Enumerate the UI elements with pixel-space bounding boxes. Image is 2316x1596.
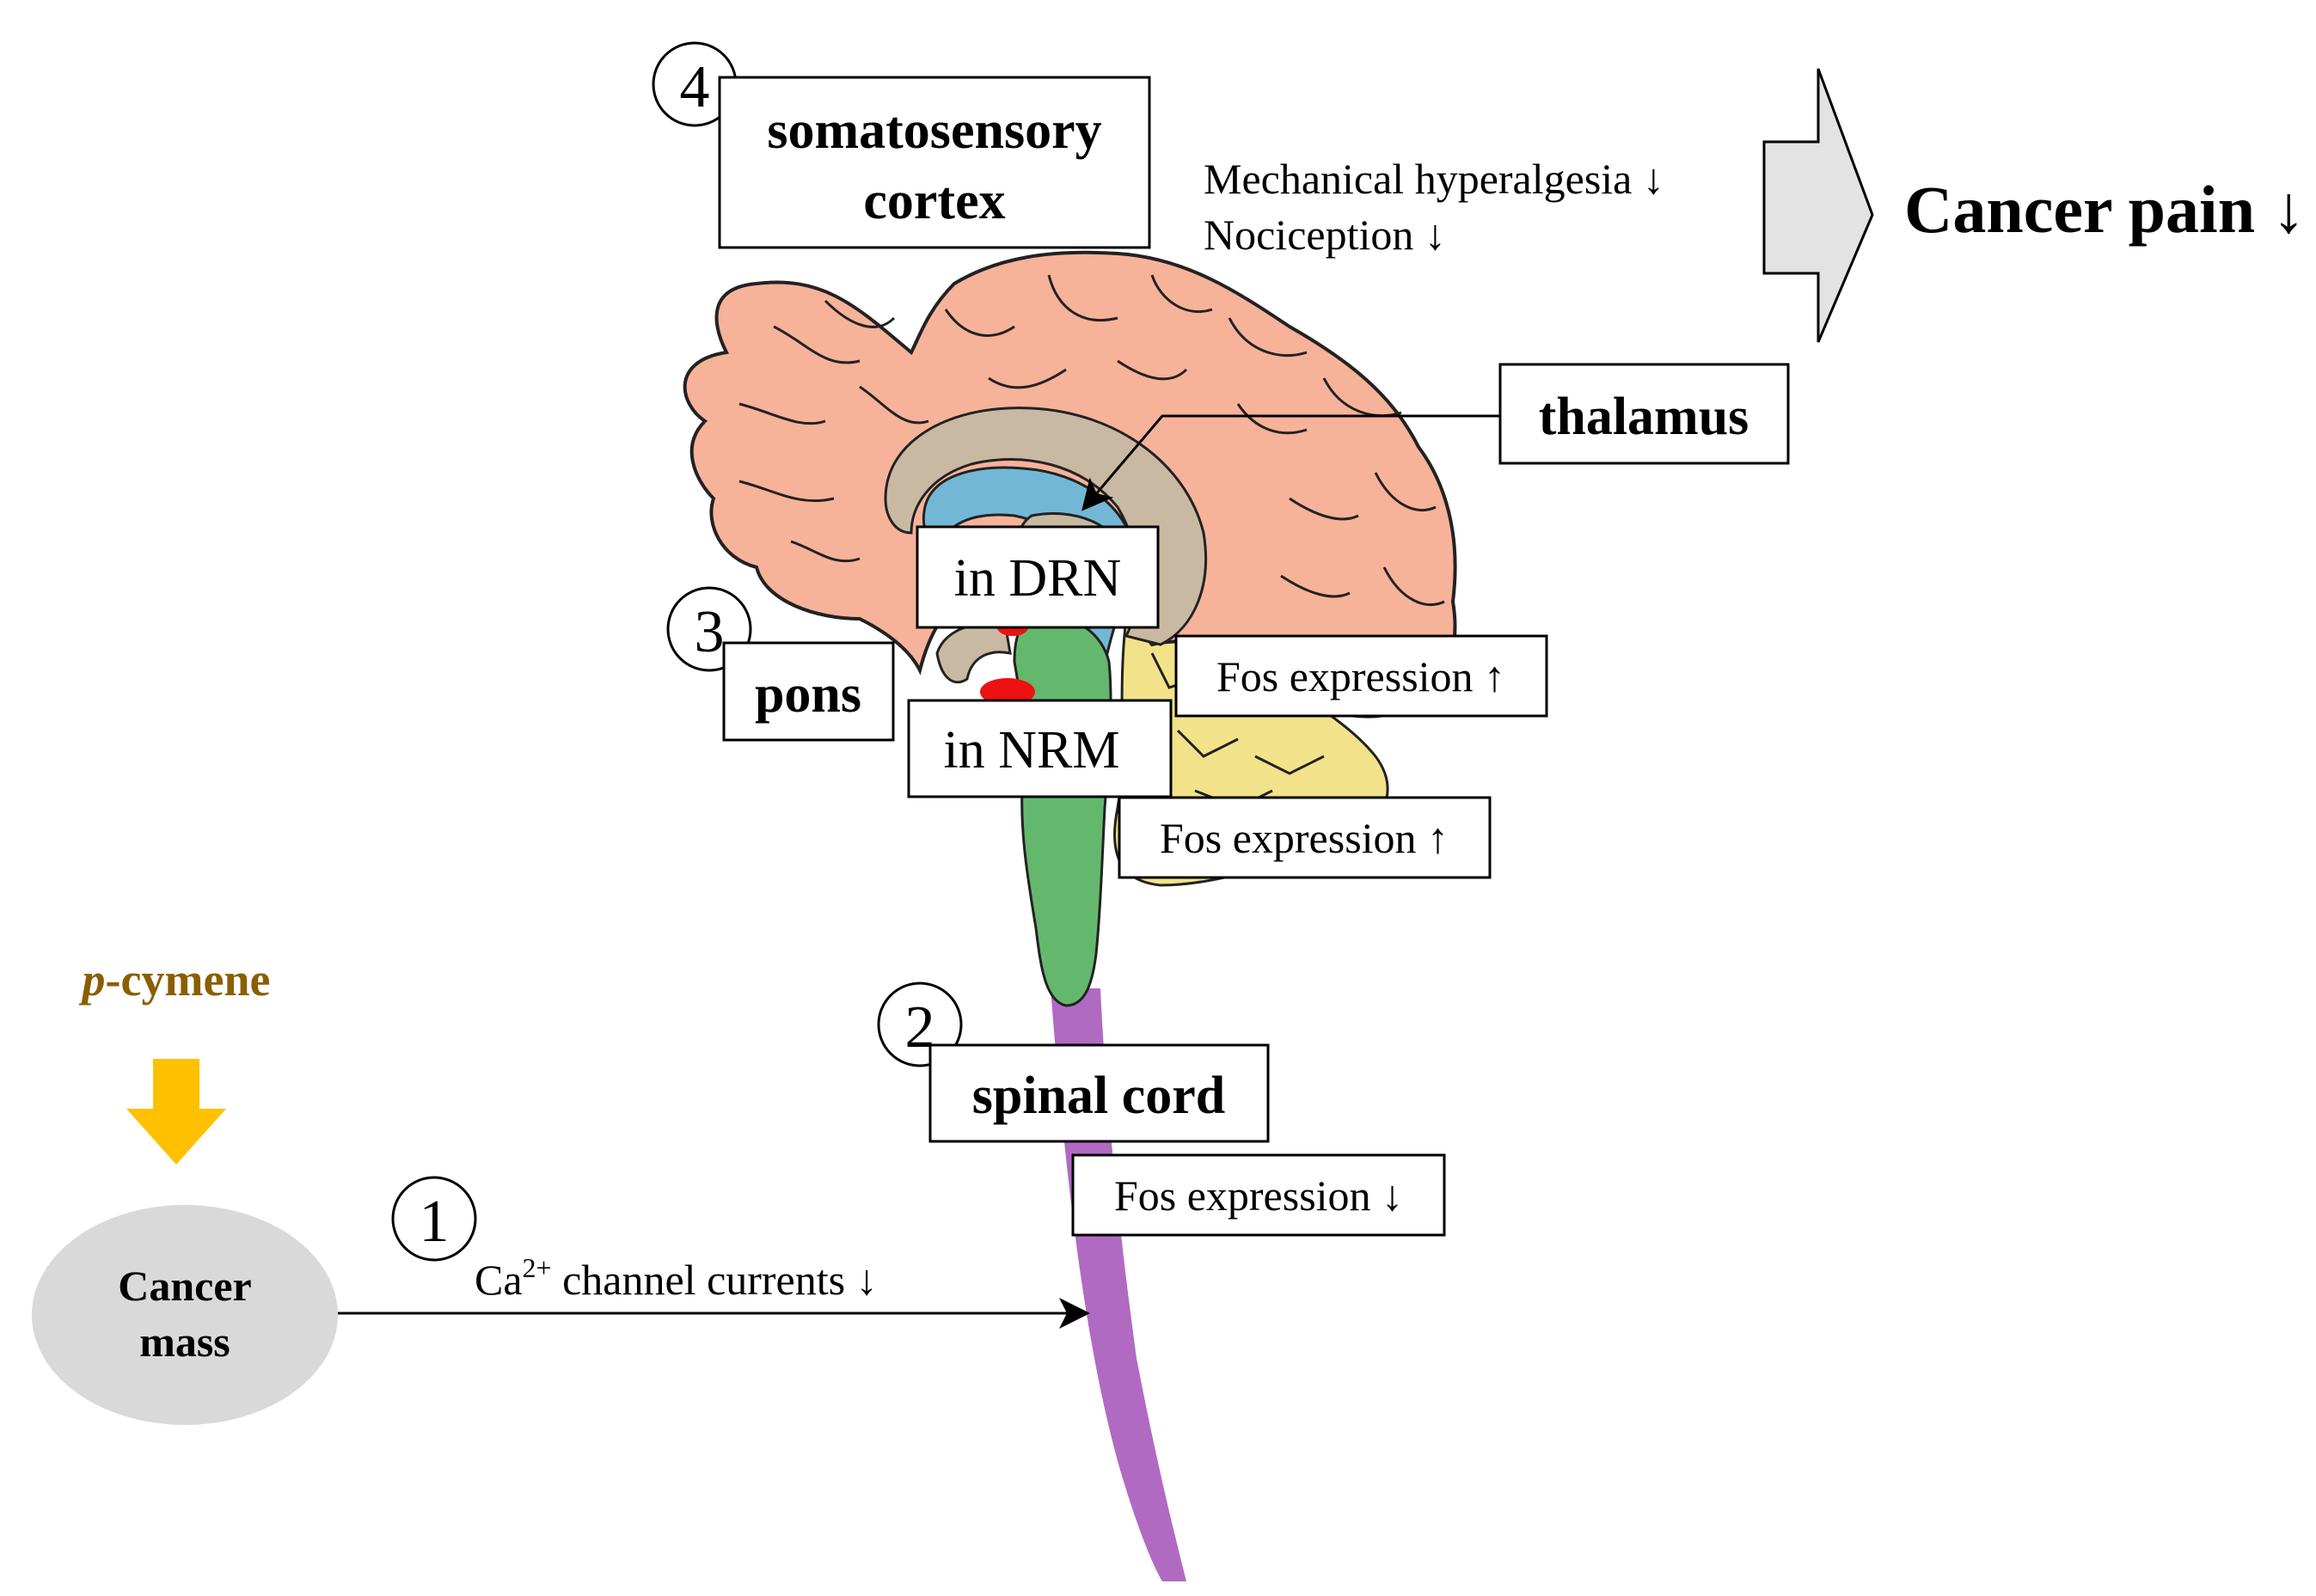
nrm-nucleus [980, 678, 1035, 706]
cortex-label-line1: somatosensory [767, 101, 1101, 160]
compound-label: p-cymene [79, 954, 271, 1006]
step1-label-sup: 2+ [523, 1252, 552, 1283]
step1-label-rest: channel currents ↓ [552, 1256, 878, 1304]
compound-prefix: p [79, 954, 106, 1006]
effect-mechanical-hyperalgesia: Mechanical hyperalgesia ↓ [1204, 155, 1664, 203]
cortex-label-line2: cortex [863, 172, 1005, 230]
step4-number: 4 [680, 54, 710, 120]
down-arrow-icon [126, 1059, 226, 1165]
step3-number: 3 [695, 599, 725, 665]
effect-nociception: Nociception ↓ [1204, 211, 1446, 259]
spinal-cord-label: spinal cord [972, 1067, 1226, 1125]
drn-fos-note: Fos expression ↑ [1216, 652, 1505, 700]
step1-label-base: Ca [475, 1256, 523, 1304]
nrm-fos-box [1118, 796, 1492, 879]
step1-number-circle [391, 1176, 477, 1262]
drn-box [916, 525, 1160, 629]
compound-suffix: -cymene [106, 954, 271, 1006]
outcome-arrow-icon [1762, 68, 1874, 343]
nrm-box [907, 699, 1173, 798]
cancer-mass-ellipse [32, 1205, 338, 1425]
cancer-mass-line1: Cancer [118, 1262, 252, 1310]
brainstem-shape [1013, 615, 1112, 1007]
spinal-fos-box [1071, 1153, 1446, 1237]
cancer-mass-line2: mass [139, 1318, 230, 1366]
drn-fos-box [1174, 634, 1548, 718]
thalamus-pointer [1081, 414, 1500, 511]
spinal-cord-box [928, 1043, 1270, 1143]
nrm-fos-note: Fos expression ↑ [1160, 814, 1449, 862]
nrm-label: in NRM [944, 721, 1120, 780]
spinal-fos-note: Fos expression ↓ [1114, 1171, 1403, 1220]
thalamus-box [1498, 363, 1790, 465]
step1-label: Ca2+ channel currents ↓ [475, 1252, 878, 1304]
fornix-shape [935, 622, 1012, 684]
step1-number: 1 [420, 1189, 450, 1255]
outcome-label: Cancer pain ↓ [1904, 172, 2306, 247]
drn-label: in DRN [954, 549, 1122, 608]
thalamus-label: thalamus [1539, 388, 1749, 446]
pons-label: pons [755, 665, 861, 724]
cortex-box [718, 76, 1151, 249]
inner-region-shape [884, 407, 1208, 646]
pons-box [722, 641, 895, 742]
